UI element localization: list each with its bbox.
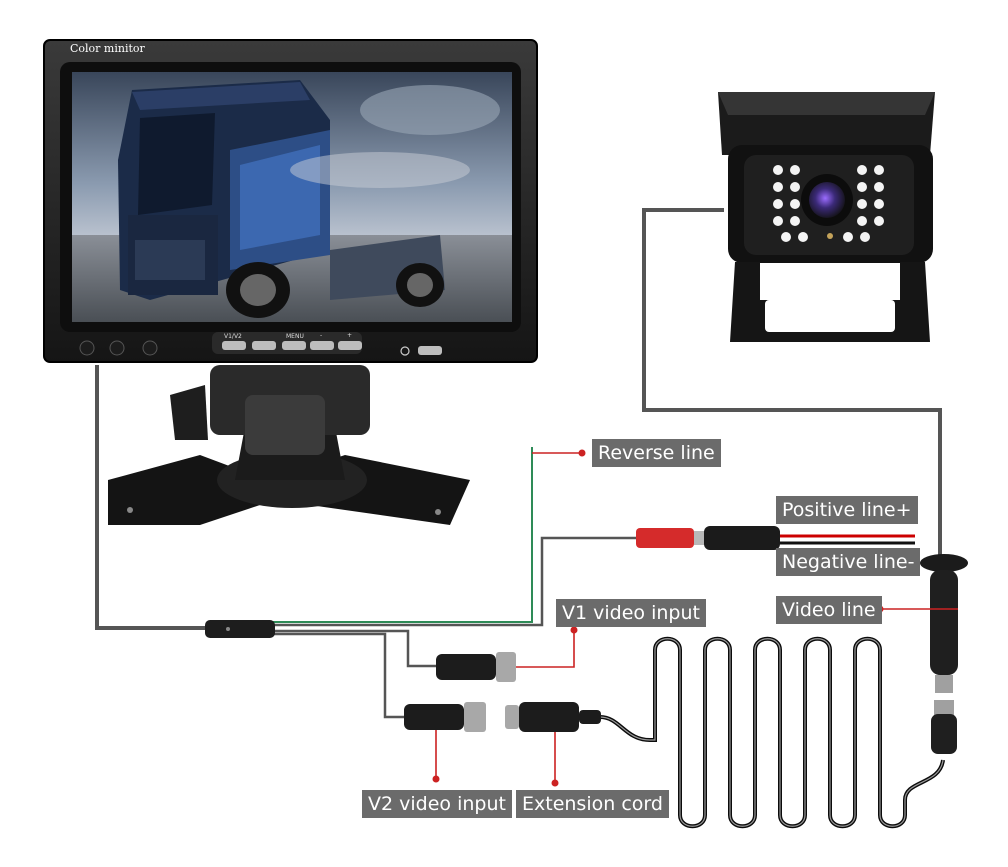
label-v2-video-input: V2 video input <box>362 790 512 818</box>
wires <box>95 208 945 829</box>
camera-lens <box>809 182 845 218</box>
label-v1-video-input: V1 video input <box>556 599 706 627</box>
camera-leds-left <box>773 165 808 242</box>
monitor-brand: Color minitor <box>70 42 145 55</box>
v2-connector <box>404 702 486 732</box>
label-extension-cord: Extension cord <box>516 790 669 818</box>
monitor-stand <box>108 365 470 525</box>
button-label-menu: MENU <box>286 333 304 340</box>
camera-leds-right <box>843 165 884 242</box>
label-positive-line: Positive line+ <box>776 496 918 524</box>
label-negative-line: Negative line- <box>776 548 921 576</box>
monitor <box>43 39 538 363</box>
harness-splitter <box>205 620 275 638</box>
monitor-screen-image <box>72 72 512 322</box>
button-label-plus: + <box>347 332 353 339</box>
label-reverse-line: Reverse line <box>592 439 721 467</box>
button-label-v1v2: V1/V2 <box>224 333 242 340</box>
backup-camera <box>718 92 935 342</box>
v1-connector <box>436 652 516 682</box>
extension-cord-connector <box>505 702 601 732</box>
leader-lines <box>435 452 958 783</box>
button-label-minus: - <box>320 332 323 339</box>
camera-cable-connector <box>920 554 968 754</box>
label-video-line: Video line <box>776 596 882 624</box>
power-plug <box>636 526 780 550</box>
